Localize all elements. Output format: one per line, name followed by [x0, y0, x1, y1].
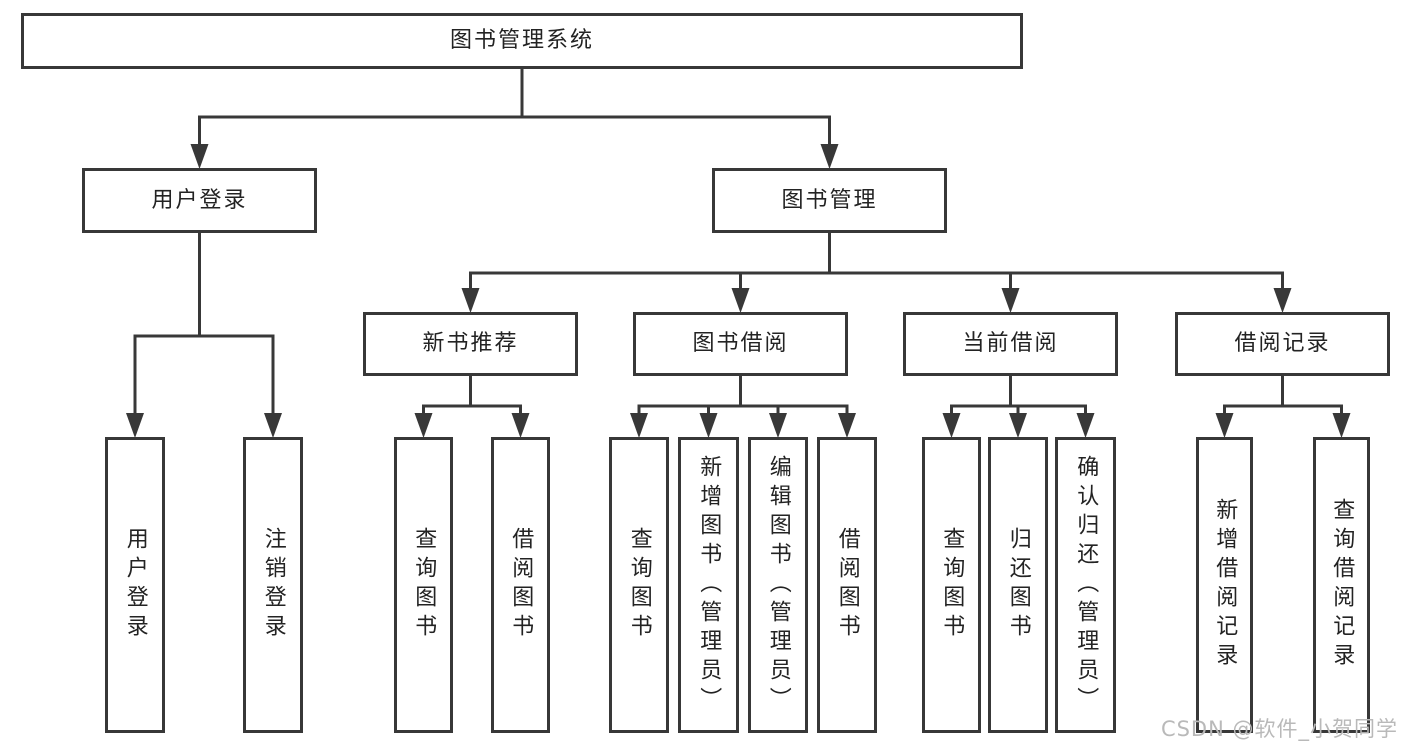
diagram-node-user-login: 用户登录	[82, 168, 317, 233]
diagram-node-label: 图书管理系统	[449, 28, 594, 54]
diagram-node-leaf-borrow-book-2: 借阅图书	[817, 437, 877, 733]
diagram-node-leaf-add-record: 新增借阅记录	[1196, 437, 1253, 733]
diagram-node-leaf-query-book-2: 查询图书	[609, 437, 669, 733]
diagram-node-label: 归还图书	[1005, 527, 1031, 643]
diagram-node-leaf-query-book-1: 查询图书	[394, 437, 453, 733]
diagram-node-label: 查询借阅记录	[1329, 498, 1355, 672]
watermark: CSDN @软件_小贺同学	[1160, 717, 1398, 741]
diagram-node-label: 确认归还（管理员）	[1073, 454, 1099, 716]
diagram-node-label: 查询图书	[411, 527, 437, 643]
diagram-node-leaf-query-record: 查询借阅记录	[1313, 437, 1370, 733]
diagram-node-label: 图书借阅	[692, 331, 789, 357]
diagram-node-book-mgmt: 图书管理	[712, 168, 947, 233]
diagram-node-label: 新增图书（管理员）	[696, 454, 722, 716]
diagram-node-root: 图书管理系统	[21, 13, 1023, 69]
diagram-node-new-book-rec: 新书推荐	[363, 312, 578, 376]
diagram-node-leaf-edit-book: 编辑图书（管理员）	[748, 437, 808, 733]
diagram-node-label: 查询图书	[626, 527, 652, 643]
diagram-node-leaf-query-book-3: 查询图书	[922, 437, 981, 733]
diagram-node-leaf-return-book: 归还图书	[988, 437, 1048, 733]
diagram-node-label: 当前借阅	[962, 331, 1059, 357]
diagram-node-label: 新增借阅记录	[1212, 498, 1238, 672]
diagram-node-label: 新书推荐	[422, 331, 519, 357]
diagram-node-label: 查询图书	[939, 527, 965, 643]
diagram-node-book-borrow: 图书借阅	[633, 312, 848, 376]
diagram-node-label: 借阅图书	[508, 527, 534, 643]
diagram-node-label: 借阅图书	[834, 527, 860, 643]
diagram-node-leaf-logout: 注销登录	[243, 437, 303, 733]
diagram-node-label: 借阅记录	[1234, 331, 1331, 357]
diagram-node-leaf-borrow-book-1: 借阅图书	[491, 437, 550, 733]
diagram-node-label: 图书管理	[781, 187, 878, 213]
diagram-node-label: 用户登录	[122, 527, 148, 643]
diagram-node-current-borrow: 当前借阅	[903, 312, 1118, 376]
diagram-node-leaf-add-book: 新增图书（管理员）	[678, 437, 739, 733]
diagram-node-label: 注销登录	[260, 527, 286, 643]
diagram-node-borrow-records: 借阅记录	[1175, 312, 1390, 376]
diagram-node-label: 编辑图书（管理员）	[765, 454, 791, 716]
diagram-node-leaf-confirm-return: 确认归还（管理员）	[1055, 437, 1116, 733]
diagram-node-leaf-user-login: 用户登录	[105, 437, 165, 733]
diagram-node-label: 用户登录	[151, 187, 248, 213]
